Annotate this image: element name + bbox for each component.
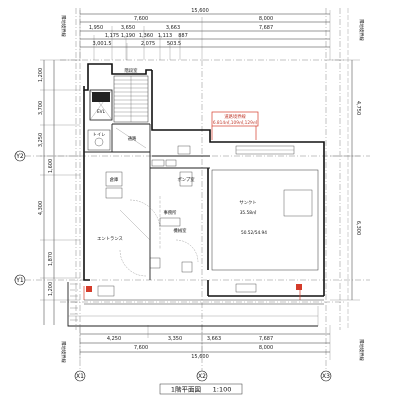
dim-bottom-a: 4,250 (107, 336, 121, 342)
axis-x1: X1 (74, 370, 86, 382)
axis-x3: X3 (320, 370, 332, 382)
title-scale: 1:100 (213, 386, 232, 394)
room-storage: 倉庫 (110, 176, 119, 183)
dimension-lines-right: 4,750 6,300 (330, 59, 361, 301)
dim-left-c: 3,250 (38, 133, 44, 147)
right-boundary-label-bottom: 隣地境界線 (358, 339, 365, 361)
room-pump: ポンプ室 (177, 176, 195, 183)
dim-top-n: 503.5 (167, 41, 181, 47)
evl-shaft: EVL (89, 89, 113, 121)
svg-text:Y2: Y2 (15, 153, 24, 160)
dim-left-b: 3,700 (38, 101, 44, 115)
left-boundary-label: 隣地境界線 (60, 15, 67, 37)
dimension-lines-top: 15,600 7,600 8,000 1,950 3,650 3,663 7,6… (79, 8, 331, 60)
dim-left-e: 4,300 (38, 201, 44, 215)
dim-top-total: 15,600 (191, 8, 209, 14)
svg-text:X3: X3 (322, 373, 330, 380)
axis-y1: Y1 (14, 274, 26, 286)
dim-top-k: 887 (178, 33, 188, 39)
drawing-title: 1階平面図 1:100 (159, 383, 243, 395)
dim-left-f: 1,870 (48, 252, 54, 266)
room-restaurant: サンクト (239, 200, 256, 206)
room-stair: 階段室 (125, 67, 139, 74)
dim-right-a: 4,750 (355, 101, 361, 115)
dim-bottom-total: 15,600 (191, 354, 209, 360)
dim-bottom-d: 7,687 (259, 336, 273, 342)
axis-x2: X2 (196, 370, 208, 382)
dim-left-d: 1,600 (48, 159, 54, 173)
red-note-values: 6.814㎡,109㎡,129㎡ (213, 119, 258, 126)
dim-bottom-b: 3,350 (168, 336, 182, 342)
entrance-area: エントランス (97, 196, 199, 277)
site-boundary-lines: 隣地境界線 隣地境界線 隣地境界線 隣地境界線 (60, 8, 365, 363)
room-evl: EVL (97, 109, 106, 115)
dim-top-l: 3,001.5 (92, 41, 111, 47)
title-name: 1階平面図 (171, 385, 201, 394)
dim-top-i: 1,360 (139, 33, 153, 39)
dim-top-h: 1,190 (121, 33, 135, 39)
office-area: 倉庫 事務所 機械室 ポンプ室 (105, 171, 195, 234)
dimension-lines-bottom: 4,250 3,350 3,663 7,687 7,600 8,000 15,6… (79, 325, 331, 360)
room-office: 事務所 (164, 209, 178, 216)
red-annotation: 道路境界線 6.814㎡,109㎡,129㎡ (83, 111, 302, 300)
grid-axes (14, 8, 370, 372)
dim-top-e: 3,663 (166, 25, 180, 31)
dim-top-g: 1,175 (105, 33, 119, 39)
axis-y2: Y2 (14, 150, 26, 162)
axis-markers: Y2 Y1 X1 X2 X3 (14, 150, 332, 382)
dim-top-m: 2,075 (141, 41, 155, 47)
svg-text:X2: X2 (198, 373, 206, 380)
dim-top-b: 8,000 (259, 16, 273, 22)
dim-top-c: 1,950 (89, 25, 103, 31)
dim-bottom-e: 7,600 (134, 345, 148, 351)
room-machine: 機械室 (174, 227, 188, 234)
svg-text:X1: X1 (76, 373, 84, 380)
dim-left-g: 1,200 (48, 282, 54, 296)
dim-left-a: 1,200 (38, 68, 44, 82)
room-corridor: 通路 (128, 135, 137, 142)
restaurant-room: サンクト 35.58㎡ 50.52/54.94 (211, 145, 319, 271)
red-note-title: 道路境界線 (224, 113, 246, 120)
room-restaurant-area: 35.58㎡ (240, 209, 257, 216)
dim-bottom-c: 3,663 (207, 336, 221, 342)
dim-right-b: 6,300 (355, 221, 361, 235)
front-site-area (67, 282, 324, 327)
dim-bottom-f: 8,000 (259, 345, 273, 351)
toilet-area: トイレ (87, 129, 111, 151)
room-entrance: エントランス (97, 236, 123, 242)
room-restaurant-ratio: 50.52/54.94 (241, 230, 267, 236)
right-boundary-label: 隣地境界線 (358, 19, 365, 41)
svg-text:Y1: Y1 (15, 277, 24, 284)
dim-top-d: 3,650 (121, 25, 135, 31)
building-outline (83, 63, 325, 297)
room-toilet: トイレ (93, 133, 106, 138)
stair: 階段室 (113, 67, 149, 123)
dim-top-j: 1,113 (158, 33, 172, 39)
dim-top-a: 7,600 (134, 16, 148, 22)
dim-top-f: 7,687 (259, 25, 273, 31)
dimension-lines-left: 1,200 3,700 3,250 1,600 4,300 1,870 1,20… (38, 59, 80, 325)
corridor-area: 通路 (115, 127, 191, 167)
left-boundary-label-bottom: 隣地境界線 (60, 341, 67, 363)
